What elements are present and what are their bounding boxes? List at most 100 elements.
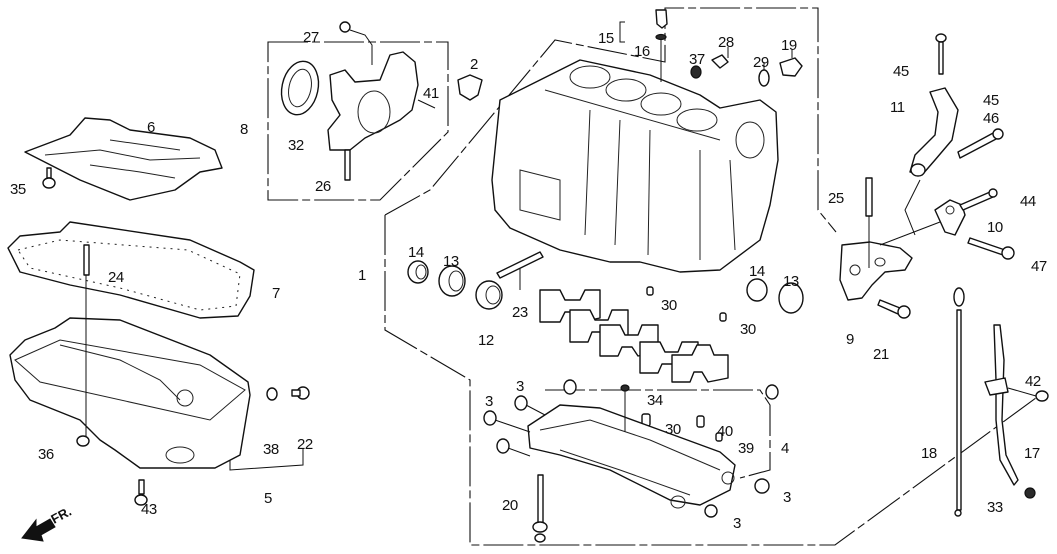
callout-19: 19 [781, 37, 797, 54]
oil-pan-gasket [7, 221, 255, 319]
oil-pan [9, 317, 251, 469]
callout-17: 17 [1024, 445, 1040, 462]
stud-25 [865, 177, 873, 268]
callout-3: 3 [733, 515, 741, 532]
plug-19 [779, 50, 803, 77]
callout-25: 25 [828, 190, 844, 207]
group-outline-oil-seal-case [267, 41, 449, 201]
bearing-14-left [407, 260, 429, 284]
callout-3: 3 [516, 378, 524, 395]
callout-1: 1 [358, 267, 366, 284]
bearing-13-right [778, 282, 804, 314]
callout-28: 28 [718, 34, 734, 51]
callout-33: 33 [987, 499, 1003, 516]
callout-24: 24 [108, 269, 124, 286]
callout-30: 30 [665, 421, 681, 438]
callout-39: 39 [738, 440, 754, 457]
washer-29 [758, 62, 770, 87]
bolt-20 [532, 474, 548, 543]
callout-3: 3 [783, 489, 791, 506]
callout-34: 34 [647, 392, 663, 409]
callout-23: 23 [512, 304, 528, 321]
oil-seal-32 [280, 60, 320, 116]
callout-6: 6 [147, 119, 155, 136]
callout-7: 7 [272, 285, 280, 302]
callout-14: 14 [749, 263, 765, 280]
bearing-13-left [438, 265, 466, 297]
bearing-cap-bridge [527, 404, 736, 509]
callout-40: 40 [717, 423, 733, 440]
stud-24 [83, 244, 90, 440]
callout-9: 9 [846, 331, 854, 348]
o-ring-34 [620, 384, 630, 432]
callout-43: 43 [141, 501, 157, 518]
oil-seal-case [327, 51, 419, 151]
oil-filter-base [457, 74, 483, 101]
engine-mount-bracket [839, 241, 913, 301]
callout-36: 36 [38, 446, 54, 463]
bolt-27 [339, 21, 373, 65]
washer-38 [266, 387, 278, 401]
front-direction-indicator: FR. [21, 504, 74, 542]
callout-20: 20 [502, 497, 518, 514]
callout-46: 46 [983, 110, 999, 127]
callout-12: 12 [478, 332, 494, 349]
callout-27: 27 [303, 29, 319, 46]
o-ring-33 [1024, 487, 1036, 499]
callout-labels: 1233334567891011121313141415161718192021… [10, 29, 1047, 532]
group-outlines [229, 7, 1041, 546]
group-bracket-oil-pan [229, 448, 304, 471]
stud-26 [344, 149, 351, 181]
callout-35: 35 [10, 181, 26, 198]
callout-13: 13 [443, 253, 459, 270]
callout-16: 16 [634, 43, 650, 60]
baffle-plate [24, 117, 223, 201]
callout-11: 11 [890, 99, 905, 116]
callout-30: 30 [740, 321, 756, 338]
dipstick-pipe [984, 324, 1019, 486]
callout-8: 8 [240, 121, 248, 138]
stiffener-bracket [934, 199, 966, 236]
callout-45: 45 [983, 92, 999, 109]
callout-41: 41 [423, 85, 439, 102]
bolt-35 [42, 167, 56, 189]
callout-3: 3 [485, 393, 493, 410]
callout-2: 2 [470, 56, 478, 73]
callout-30: 30 [661, 297, 677, 314]
callout-18: 18 [921, 445, 937, 462]
cylinder-block [491, 59, 779, 273]
callout-32: 32 [288, 137, 304, 154]
dipstick [953, 287, 965, 517]
callout-26: 26 [315, 178, 331, 195]
drain-bolt-22 [291, 386, 310, 400]
group-outline-bridge [545, 389, 771, 479]
callout-14: 14 [408, 244, 424, 261]
callout-21: 21 [873, 346, 889, 363]
bolt-45-top [935, 33, 947, 75]
callout-4: 4 [781, 440, 789, 457]
bolts-3 [483, 379, 779, 518]
bolt-42 [1007, 387, 1049, 402]
bolt-47 [967, 237, 1015, 260]
bolt-46 [957, 128, 1004, 159]
main-bearing-caps [539, 289, 729, 383]
callout-15: 15 [598, 30, 614, 47]
plug-28 [711, 47, 729, 69]
callout-37: 37 [689, 51, 705, 68]
nut-36 [76, 435, 90, 447]
callout-44: 44 [1020, 193, 1036, 210]
bearing-14-right [746, 278, 768, 302]
callout-10: 10 [987, 219, 1003, 236]
callout-47: 47 [1031, 258, 1047, 275]
callout-29: 29 [753, 54, 769, 71]
cap-37 [690, 65, 702, 79]
bolt-43 [134, 479, 148, 506]
stud-23 [496, 251, 544, 290]
bolt-21 [877, 299, 911, 319]
oil-pressure-switch [655, 9, 668, 82]
leader-bracket-link [879, 221, 941, 246]
dowel-41 [417, 99, 436, 109]
group-bracket-15 [619, 21, 625, 43]
bearing-12 [475, 280, 503, 310]
